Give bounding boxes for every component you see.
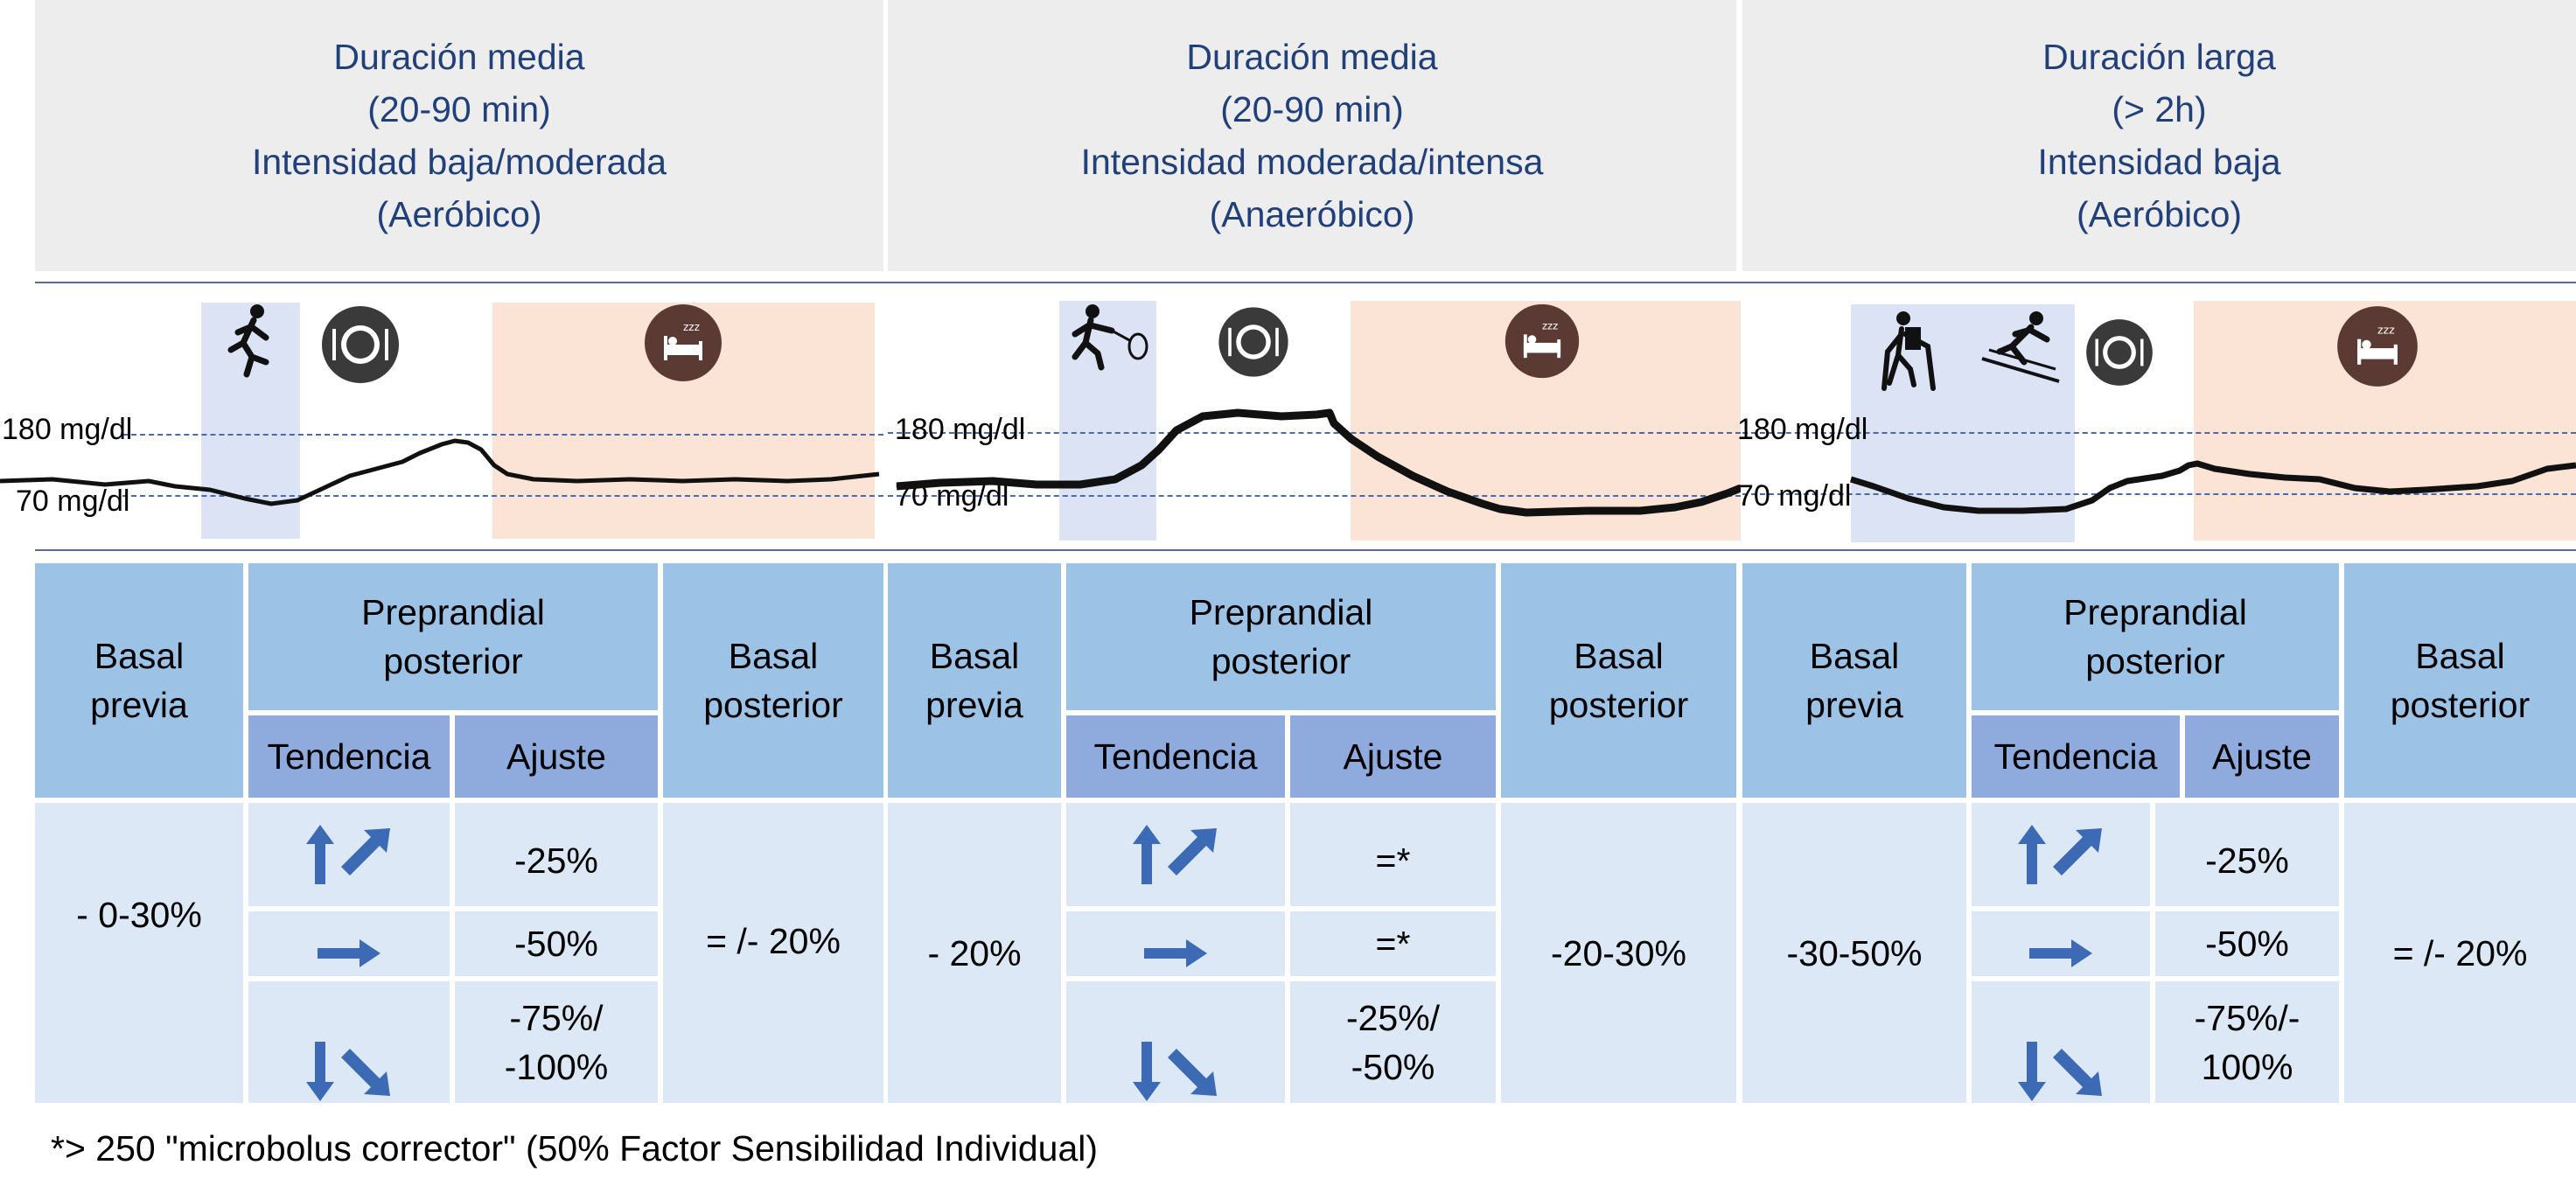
glucose-graph-3: zzz 180 mg/dl 70 mg/dl [1737,282,2576,553]
meal-icon [1214,303,1293,381]
upper-threshold-line [122,434,883,436]
basal-previa-header: Basal previa [35,563,243,798]
trend-flat-cell [1066,911,1285,976]
svg-text:zzz: zzz [1542,320,1558,332]
sleep-icon: zzz [2332,303,2423,390]
tendencia-header: Tendencia [248,715,450,798]
preprandial-header: Preprandial posterior [1972,563,2339,710]
basal-previa-header: Basal previa [1742,563,1966,798]
meal-icon [2082,315,2157,390]
hiking-icon [1867,308,1951,392]
column-2-type: (Anaeróbico) [1209,194,1415,234]
lower-threshold-line [1742,493,2576,495]
lower-threshold-label: 70 mg/dl [16,485,130,518]
basal-previa-header: Basal previa [888,563,1061,798]
trend-up-cell [1066,803,1285,906]
svg-text:zzz: zzz [2377,323,2395,336]
upper-threshold-label: 180 mg/dl [1737,413,1868,446]
ajuste-value-up: -25% [2155,803,2339,906]
basal-posterior-header: Basal posterior [1501,563,1736,798]
ajuste-value-flat: -50% [2155,911,2339,976]
column-1-type: (Aeróbico) [376,194,542,234]
meal-icon [317,301,404,388]
glucose-graph-2: zzz 180 mg/dl 70 mg/dl [888,282,1741,553]
basal-previa-value: - 20% [888,803,1061,1103]
sleep-icon: zzz [1502,301,1582,381]
tendencia-header: Tendencia [1972,715,2180,798]
column-3-type: (Aeróbico) [2076,194,2243,234]
trend-down-cell [1972,981,2150,1103]
trend-up-cell [1972,803,2150,906]
column-1-intensity: Intensidad baja/moderada [251,142,667,182]
ajuste-value-down: -25%/ -50% [1290,981,1496,1103]
upper-threshold-line [1742,432,2576,434]
column-1-header: Duración media (20-90 min) Intensidad ba… [35,0,883,271]
basal-previa-value: -30-50% [1742,803,1966,1103]
running-icon [212,301,290,380]
upper-threshold-label: 180 mg/dl [2,413,133,446]
basal-posterior-header: Basal posterior [2344,563,2576,798]
basal-posterior-value: -20-30% [1501,803,1736,1103]
trend-down-cell [248,981,450,1103]
glucose-curve [0,438,880,506]
preprandial-header: Preprandial posterior [1066,563,1496,710]
trend-up-cell [248,803,450,906]
column-3-intensity: Intensidad baja [2037,142,2281,182]
column-3-duration-range: (> 2h) [2112,89,2207,129]
glucose-curve [1849,460,2576,514]
ajuste-header: Ajuste [2185,715,2339,798]
upper-threshold-line [888,432,1741,434]
adjustment-table-2: Basal previa Preprandial posterior Tende… [888,563,1736,1103]
ajuste-value-flat: -50% [455,911,658,976]
ajuste-value-up: =* [1290,803,1496,906]
column-1-duration: Duración media [333,37,585,77]
adjustment-table-1: Basal previa Preprandial posterior Tende… [35,563,883,1103]
column-2-duration: Duración media [1186,37,1438,77]
trend-flat-cell [248,911,450,976]
ajuste-value-down: -75%/ -100% [455,981,658,1103]
column-3-duration: Duración larga [2042,37,2276,77]
ajuste-value-flat: =* [1290,911,1496,976]
exercise-band [1851,304,2075,542]
preprandial-header: Preprandial posterior [248,563,658,710]
ajuste-header: Ajuste [1290,715,1496,798]
trend-down-cell [1066,981,1285,1103]
exercise-band [1059,301,1156,541]
glucose-graph-1: zzz 180 mg/dl 70 mg/dl [0,282,883,553]
basal-posterior-value: = /- 20% [663,803,883,1103]
skiing-icon [1977,308,2064,388]
basal-previa-value: - 0-30% [35,803,243,1103]
ajuste-value-down: -75%/- 100% [2155,981,2339,1103]
svg-text:zzz: zzz [683,321,700,333]
tennis-icon [1059,301,1155,371]
lower-threshold-line [122,495,883,497]
ajuste-header: Ajuste [455,715,658,798]
column-3-header: Duración larga (> 2h) Intensidad baja (A… [1742,0,2576,271]
upper-threshold-label: 180 mg/dl [895,413,1026,446]
graph-bottom-border [35,549,2576,551]
trend-flat-cell [1972,911,2150,976]
column-2-header: Duración media (20-90 min) Intensidad mo… [888,0,1736,271]
lower-threshold-label: 70 mg/dl [1737,479,1852,513]
glucose-curve [896,408,1741,517]
sleep-icon: zzz [641,301,725,385]
column-2-intensity: Intensidad moderada/intensa [1080,142,1544,182]
column-2-duration-range: (20-90 min) [1220,89,1404,129]
adjustment-table-3: Basal previa Preprandial posterior Tende… [1742,563,2576,1103]
footnote: *> 250 "microbolus corrector" (50% Facto… [51,1128,1099,1169]
tendencia-header: Tendencia [1066,715,1285,798]
basal-posterior-header: Basal posterior [663,563,883,798]
basal-posterior-value: = /- 20% [2344,803,2576,1103]
graph-top-border [35,282,2576,283]
column-1-duration-range: (20-90 min) [367,89,551,129]
ajuste-value-up: -25% [455,803,658,906]
lower-threshold-line [888,495,1741,497]
